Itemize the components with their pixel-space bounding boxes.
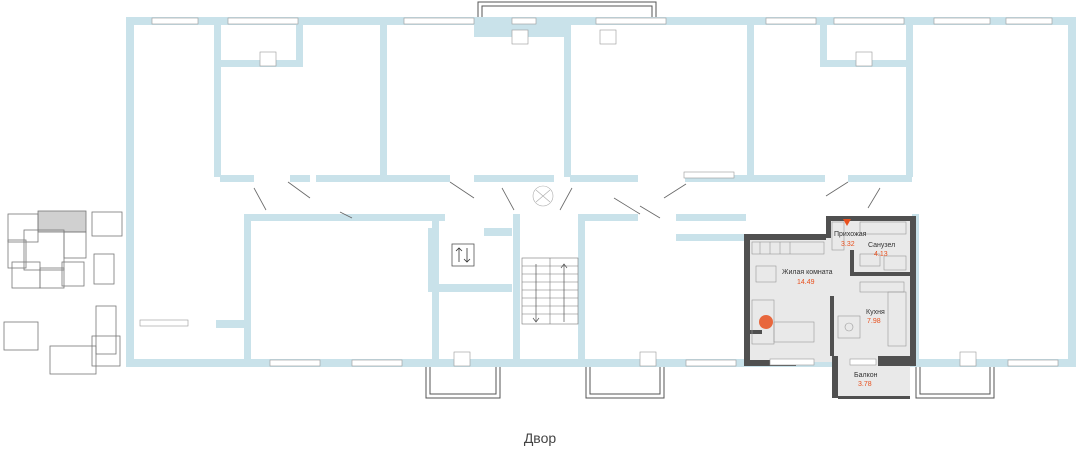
room-area-kitchen: 7.98	[867, 318, 881, 325]
elevator-arrows-icon	[451, 243, 475, 267]
stairs-arrows-icon	[532, 263, 568, 323]
room-area-bathroom: 4.13	[874, 251, 888, 258]
room-area-living-room: 14.49	[797, 279, 815, 286]
entrance-triangle-icon	[843, 219, 851, 226]
balconies	[425, 1, 995, 399]
courtyard-caption: Двор	[523, 430, 557, 446]
room-name-kitchen: Кухня	[866, 309, 885, 316]
room-area-balcony: 3.78	[858, 381, 872, 388]
site-mini-map	[3, 210, 123, 375]
room-name-hall: Прихожая	[834, 231, 867, 238]
room-labels: Прихожая 3.32 Санузел 4.13 Жилая комната…	[782, 231, 895, 388]
apartment-unit[interactable]	[744, 216, 916, 399]
building-walls	[126, 17, 1076, 367]
rug-decor	[759, 315, 773, 329]
compass-stamp	[532, 185, 554, 207]
room-area-hall: 3.32	[841, 241, 855, 248]
windows	[139, 17, 1059, 367]
room-name-balcony: Балкон	[854, 372, 878, 379]
room-name-living-room: Жилая комната	[782, 269, 833, 276]
door-swings	[253, 181, 881, 219]
stairwell	[521, 257, 579, 325]
room-name-bathroom: Санузел	[868, 242, 895, 249]
